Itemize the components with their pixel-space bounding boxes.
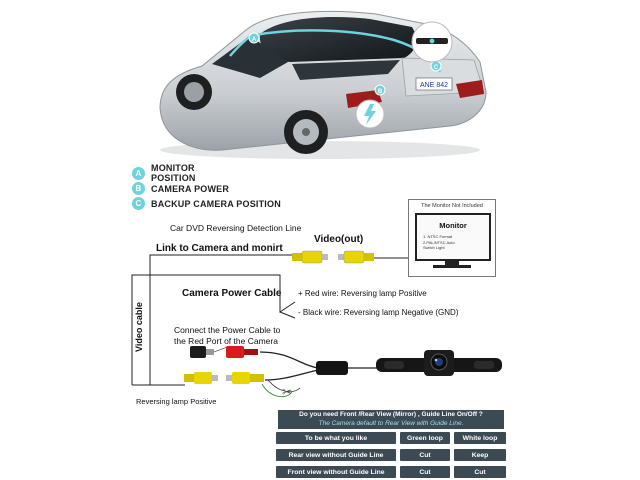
option-cell: Keep: [454, 449, 506, 461]
option-cell: Front view without Guide Line: [276, 466, 396, 478]
power-cable-label: Camera Power Cable: [182, 288, 282, 299]
marker-b-icon: [374, 84, 386, 96]
option-cell: Cut: [454, 466, 506, 478]
legend-label: BACKUP CAMERA POSITION: [151, 198, 281, 209]
option-cell: Cut: [400, 449, 450, 461]
legend-item-camera-position: C BACKUP CAMERA POSITION: [132, 197, 281, 210]
option-cell: Rear view without Guide Line: [276, 449, 396, 461]
options-panel-header: Do you need Front /Rear View (Mirror) , …: [278, 410, 504, 429]
legend-label: MONITOR POSITION: [151, 163, 196, 183]
lightning-icon: [364, 104, 376, 125]
legend-item-camera-power: B CAMERA POWER: [132, 182, 229, 195]
video-rca-connectors: [292, 250, 374, 264]
options-panel-subtitle: The Camera default to Rear View with Gui…: [318, 419, 464, 427]
link-camera-label: Link to Camera and monirt: [156, 243, 283, 254]
monitor-box: The Monitor Not Included Monitor 1. NTSC…: [408, 199, 496, 277]
option-cell: Cut: [400, 466, 450, 478]
legend-letter-b: B: [132, 182, 145, 195]
connect-power-label-line2: the Red Port of the Camera: [174, 336, 278, 346]
monitor-stand: [445, 259, 459, 265]
dvd-line-label: Car DVD Reversing Detection Line: [170, 223, 302, 233]
power-and-video-connectors: [184, 346, 264, 384]
scissors-icon: ✂: [282, 385, 293, 399]
monitor-note-1: 1. NTSC Format: [423, 234, 453, 239]
option-cell: To be what you like: [276, 432, 396, 444]
monitor-title: Monitor: [439, 221, 467, 230]
black-wire-label: - Black wire: Reversing lamp Negative (G…: [298, 308, 459, 317]
svg-text:C: C: [434, 65, 439, 71]
option-cell: White loop: [454, 432, 506, 444]
monitor-not-included-text: The Monitor Not Included: [421, 203, 483, 209]
connect-power-label-line1: Connect the Power Cable to: [174, 325, 281, 335]
license-plate-text: ANE 842: [420, 82, 448, 89]
video-out-label: Video(out): [314, 234, 364, 245]
marker-a-icon: [248, 32, 260, 44]
monitor-base: [433, 265, 471, 268]
video-cable-label: Video cable: [134, 302, 144, 352]
inline-module: [316, 361, 348, 375]
options-panel-title: Do you need Front /Rear View (Mirror) , …: [299, 411, 483, 418]
red-wire-label: + Red wire: Reversing lamp Positive: [298, 289, 427, 298]
car-illustration: ANE 842 A B C: [159, 10, 487, 159]
backup-camera-bar: [376, 350, 502, 376]
svg-text:A: A: [252, 37, 257, 43]
svg-text:B: B: [378, 89, 383, 95]
legend-letter-a: A: [132, 166, 145, 180]
reversing-lamp-label: Reversing lamp Positive: [136, 397, 217, 406]
monitor-note-2: 2.PAL/NTSC Auto Switch Light: [423, 240, 455, 250]
monitor-screen: Monitor 1. NTSC Format 2.PAL/NTSC Auto S…: [415, 213, 491, 261]
legend-item-monitor: A MONITOR POSITION: [132, 163, 221, 183]
legend-letter-c: C: [132, 197, 145, 210]
option-cell: Green loop: [400, 432, 450, 444]
legend-label: CAMERA POWER: [151, 183, 230, 194]
